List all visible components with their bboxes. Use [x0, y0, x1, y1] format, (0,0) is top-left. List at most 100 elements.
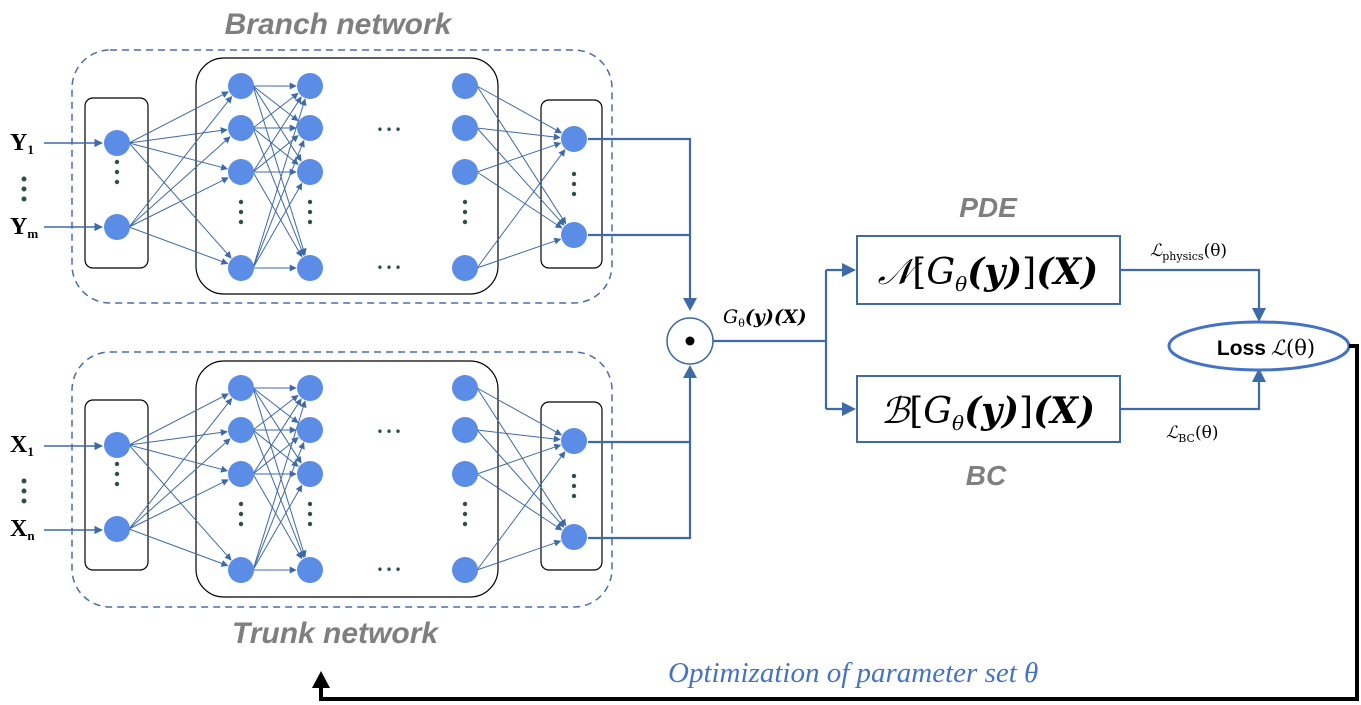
nn-edge	[252, 182, 303, 269]
nn-edge	[252, 387, 299, 424]
nn-edge	[128, 438, 231, 530]
vertical-ellipsis-dot	[307, 521, 313, 527]
trunk-network-title: Trunk network	[232, 617, 439, 650]
nn-edge	[128, 142, 229, 171]
nn-edge	[252, 484, 303, 571]
nn-edge	[476, 387, 563, 436]
nn-edge	[128, 528, 229, 567]
pde-arrowhead	[842, 263, 856, 277]
nn-edge	[128, 444, 232, 561]
horizontal-ellipsis: •••	[376, 425, 403, 439]
nn-edge	[476, 127, 561, 141]
vertical-ellipsis-dot	[114, 169, 120, 175]
vertical-ellipsis-dot	[114, 471, 120, 477]
vertical-ellipsis-dot	[571, 181, 577, 187]
nn-node	[297, 255, 323, 281]
nn-node	[297, 461, 323, 487]
dot-product-node	[666, 317, 714, 365]
nn-edge	[252, 139, 305, 269]
vertical-ellipsis-dot	[571, 473, 577, 479]
nn-edge	[476, 443, 562, 475]
nn-edge	[128, 95, 233, 228]
vertical-ellipsis-dot	[238, 511, 244, 517]
branch-input-y1: Y1	[10, 130, 103, 157]
svg-text:Xn: Xn	[10, 516, 35, 543]
nn-edge	[252, 96, 302, 173]
nn-edge	[128, 136, 231, 228]
nn-node	[228, 557, 254, 583]
vertical-ellipsis-dot	[571, 483, 577, 489]
horizontal-ellipsis: •••	[376, 123, 403, 137]
nn-edge	[252, 429, 299, 467]
nn-node	[297, 417, 323, 443]
nn-node	[104, 432, 130, 458]
nn-edge	[476, 85, 567, 225]
trunk-to-product-lines	[588, 372, 692, 540]
nn-edge	[476, 141, 562, 173]
nn-edge	[128, 226, 229, 265]
trunk-input-xn: Xn	[10, 516, 103, 543]
vertical-ellipsis-dot	[571, 493, 577, 499]
vertical-ellipsis-dot	[462, 501, 468, 507]
branch-hidden-layers-box	[195, 57, 499, 295]
vertical-ellipsis-dot	[307, 199, 313, 205]
nn-edge	[128, 142, 232, 259]
vertical-ellipsis-dot	[238, 219, 244, 225]
nn-edge	[252, 394, 299, 431]
optimization-feedback-line	[319, 344, 1359, 701]
nn-edge	[252, 437, 299, 475]
physics-loss-label: ℒphysics(θ)	[1150, 241, 1227, 263]
vertical-ellipsis-dot	[238, 209, 244, 215]
nn-edge	[252, 98, 307, 269]
branch-outer-box	[71, 49, 613, 304]
physics-loss-arrowhead	[1252, 308, 1266, 322]
vertical-ellipsis-dot	[462, 521, 468, 527]
nn-edge	[252, 127, 299, 165]
vertical-ellipsis-dot	[238, 199, 244, 205]
bc-arrowhead	[842, 402, 856, 416]
branch-network-title: Branch network	[225, 8, 453, 41]
vertical-ellipsis-dot	[114, 481, 120, 487]
nn-node	[104, 214, 130, 240]
nn-edge	[252, 387, 307, 558]
operator-output-label: Gθ(y)(X)	[723, 306, 807, 330]
split-lines	[713, 268, 846, 411]
pde-label: PDE	[959, 192, 1018, 223]
vertical-ellipsis-dot	[462, 511, 468, 517]
nn-node	[561, 222, 587, 248]
nn-edge	[252, 398, 302, 475]
trunk-input-layer-box	[84, 399, 149, 571]
nn-node	[228, 159, 254, 185]
vertical-ellipsis-dot	[571, 171, 577, 177]
nn-edge	[476, 473, 563, 531]
nn-edge	[128, 397, 233, 530]
bc-loss-label: ℒBC(θ)	[1166, 423, 1218, 445]
vertical-ellipsis-dot	[238, 501, 244, 507]
nn-edge	[128, 479, 229, 530]
branch-arrowhead	[683, 298, 697, 311]
nn-edge	[476, 429, 565, 528]
nn-edge	[252, 127, 305, 257]
nn-node	[297, 557, 323, 583]
vertical-ellipsis-dot	[571, 191, 577, 197]
horizontal-ellipsis: •••	[376, 563, 403, 577]
nn-node	[452, 159, 478, 185]
vertical-ellipsis-dot	[114, 461, 120, 467]
nn-node	[452, 73, 478, 99]
trunk-hidden-layers-box	[195, 360, 499, 598]
nn-edge	[476, 149, 566, 269]
pde-residual-expression: 𝒩[Gθ(y)](X)	[878, 251, 1098, 296]
nn-edge	[128, 91, 229, 144]
branch-input-dots	[21, 176, 27, 202]
nn-edge	[476, 451, 566, 571]
nn-edge	[476, 127, 565, 226]
svg-text:Ym: Ym	[10, 214, 38, 241]
branch-nodes	[104, 73, 587, 281]
vertical-ellipsis-dot	[114, 159, 120, 165]
nn-edge	[252, 400, 307, 571]
nn-node	[297, 73, 323, 99]
bc-residual-expression: ℬ[Gθ(y)](X)	[881, 390, 1095, 435]
nn-edge	[252, 85, 302, 162]
branch-ellipsis: ••••••	[114, 123, 577, 275]
